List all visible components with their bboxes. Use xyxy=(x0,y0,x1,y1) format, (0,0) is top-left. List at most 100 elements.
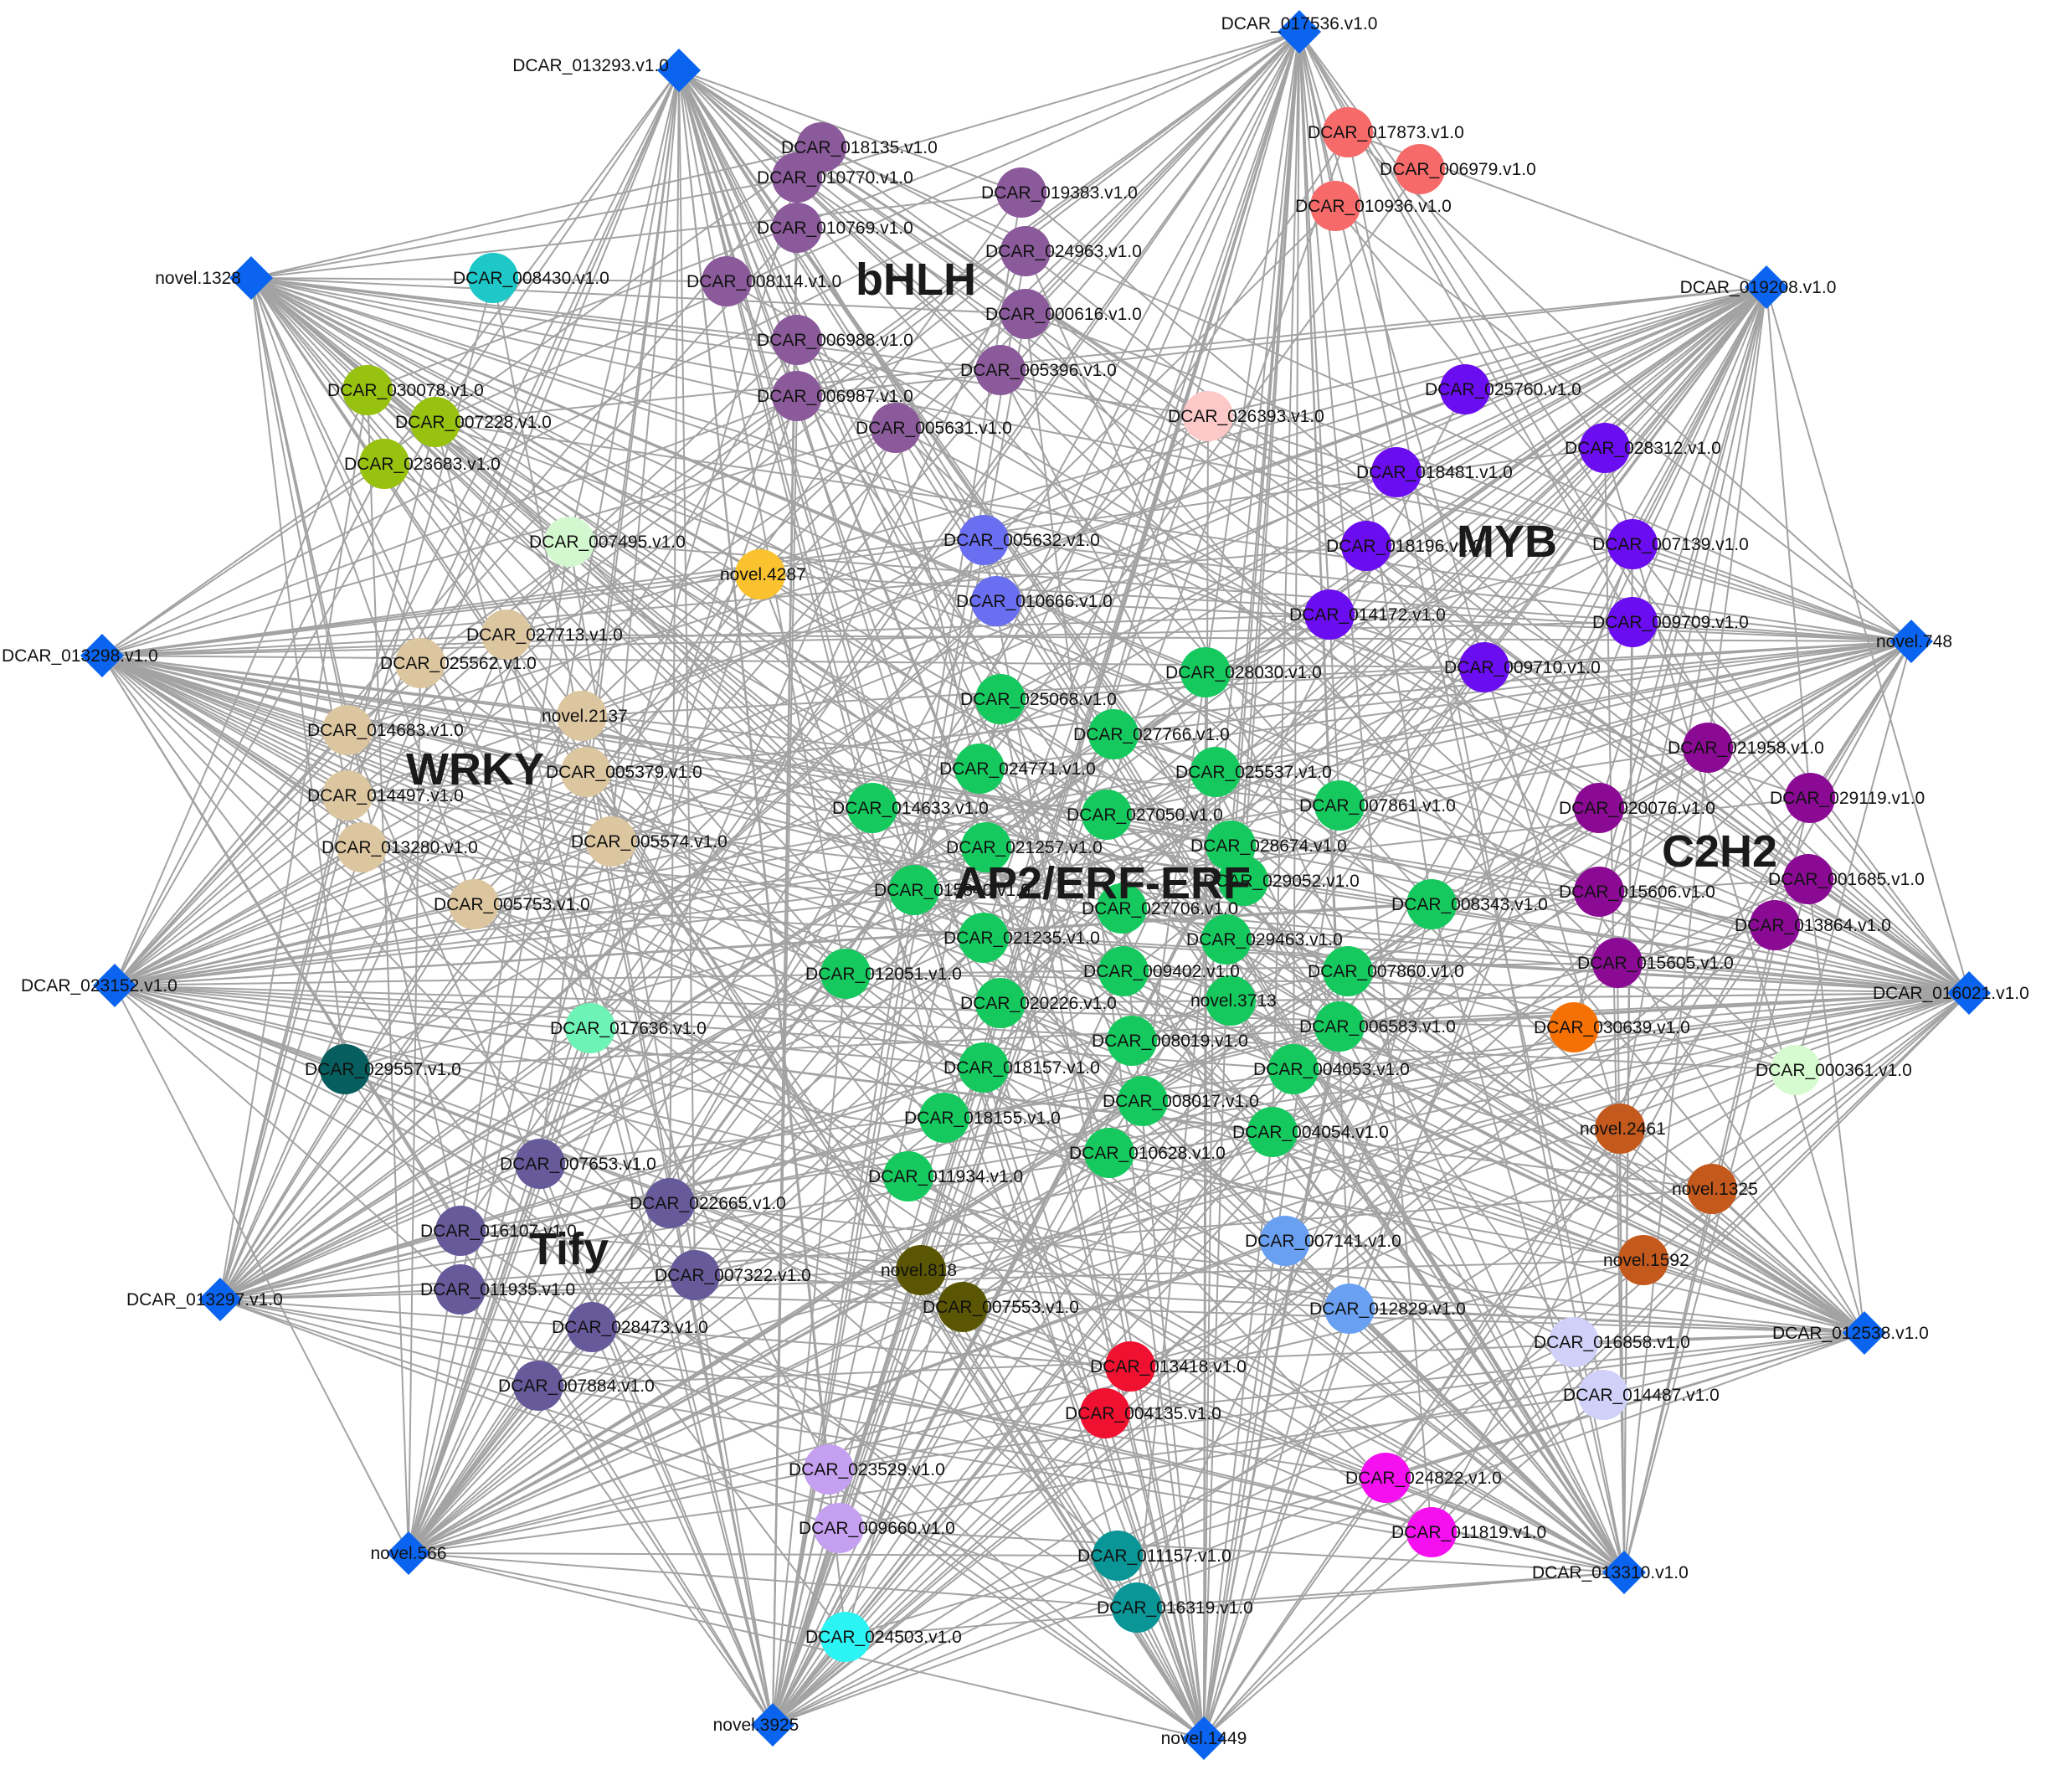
gene-node-dcar-023529-v1-0[interactable] xyxy=(804,1444,854,1495)
gene-node-dcar-018157-v1-0[interactable] xyxy=(959,1042,1009,1093)
gene-node-novel-3713[interactable] xyxy=(1206,975,1256,1026)
gene-node-dcar-007860-v1-0[interactable] xyxy=(1323,946,1373,996)
gene-node-dcar-007139-v1-0[interactable] xyxy=(1607,519,1658,569)
gene-node-dcar-029557-v1-0[interactable] xyxy=(320,1044,370,1094)
gene-node-dcar-011157-v1-0[interactable] xyxy=(1093,1531,1143,1581)
gene-node-dcar-029052-v1-0[interactable] xyxy=(1218,856,1268,906)
gene-node-novel-2461[interactable] xyxy=(1595,1104,1645,1154)
gene-node-dcar-008019-v1-0[interactable] xyxy=(1107,1016,1157,1066)
gene-node-dcar-025068-v1-0[interactable] xyxy=(975,674,1026,724)
hub-node-novel-1449[interactable] xyxy=(1182,1716,1226,1760)
gene-node-dcar-027766-v1-0[interactable] xyxy=(1088,709,1139,759)
gene-node-dcar-005632-v1-0[interactable] xyxy=(959,515,1009,565)
gene-node-dcar-000616-v1-0[interactable] xyxy=(1000,289,1051,339)
gene-node-dcar-005574-v1-0[interactable] xyxy=(586,816,636,867)
gene-node-dcar-007884-v1-0[interactable] xyxy=(513,1361,563,1411)
gene-node-dcar-011935-v1-0[interactable] xyxy=(435,1264,486,1315)
gene-node-dcar-001685-v1-0[interactable] xyxy=(1783,854,1833,904)
hub-node-dcar-012538-v1-0[interactable] xyxy=(1843,1311,1886,1355)
gene-node-dcar-028030-v1-0[interactable] xyxy=(1180,647,1231,697)
gene-node-novel-1592[interactable] xyxy=(1618,1235,1668,1285)
gene-node-dcar-007653-v1-0[interactable] xyxy=(515,1139,565,1189)
gene-node-dcar-008343-v1-0[interactable] xyxy=(1406,879,1457,929)
gene-node-dcar-020226-v1-0[interactable] xyxy=(975,978,1026,1028)
hub-node-dcar-023152-v1-0[interactable] xyxy=(93,964,136,1007)
gene-node-dcar-010770-v1-0[interactable] xyxy=(772,152,822,203)
gene-node-dcar-014497-v1-0[interactable] xyxy=(322,770,373,821)
gene-node-dcar-015605-v1-0[interactable] xyxy=(1592,938,1643,988)
gene-node-dcar-016858-v1-0[interactable] xyxy=(1549,1317,1599,1367)
gene-node-dcar-010628-v1-0[interactable] xyxy=(1084,1128,1134,1178)
gene-node-dcar-014683-v1-0[interactable] xyxy=(322,705,373,755)
gene-node-novel-4287[interactable] xyxy=(735,549,785,599)
gene-node-dcar-017873-v1-0[interactable] xyxy=(1323,107,1373,157)
gene-node-dcar-030639-v1-0[interactable] xyxy=(1549,1002,1599,1052)
gene-node-dcar-011819-v1-0[interactable] xyxy=(1406,1507,1457,1557)
gene-node-dcar-022665-v1-0[interactable] xyxy=(645,1178,695,1228)
gene-node-dcar-010769-v1-0[interactable] xyxy=(772,203,822,253)
hub-node-dcar-016021-v1-0[interactable] xyxy=(1947,971,1991,1015)
gene-node-dcar-026393-v1-0[interactable] xyxy=(1183,391,1233,441)
gene-node-dcar-027713-v1-0[interactable] xyxy=(481,610,532,660)
gene-node-dcar-027706-v1-0[interactable] xyxy=(1097,883,1147,934)
gene-node-dcar-009709-v1-0[interactable] xyxy=(1607,597,1658,647)
gene-node-dcar-024822-v1-0[interactable] xyxy=(1360,1453,1411,1503)
gene-node-dcar-008430-v1-0[interactable] xyxy=(468,253,518,303)
gene-node-dcar-027050-v1-0[interactable] xyxy=(1082,790,1132,840)
gene-node-dcar-007553-v1-0[interactable] xyxy=(938,1282,988,1332)
gene-node-dcar-007141-v1-0[interactable] xyxy=(1260,1216,1310,1266)
gene-node-dcar-018481-v1-0[interactable] xyxy=(1371,447,1422,497)
gene-node-dcar-005753-v1-0[interactable] xyxy=(449,879,499,929)
gene-node-dcar-006988-v1-0[interactable] xyxy=(772,315,822,365)
hub-node-dcar-013298-v1-0[interactable] xyxy=(80,634,124,677)
hub-node-novel-3925[interactable] xyxy=(751,1703,794,1747)
gene-node-dcar-005379-v1-0[interactable] xyxy=(561,747,611,797)
gene-node-dcar-029463-v1-0[interactable] xyxy=(1201,914,1252,965)
gene-node-dcar-014172-v1-0[interactable] xyxy=(1304,589,1355,640)
hub-node-dcar-013297-v1-0[interactable] xyxy=(198,1278,242,1321)
hub-node-novel-566[interactable] xyxy=(387,1531,430,1575)
gene-node-dcar-007322-v1-0[interactable] xyxy=(670,1250,720,1300)
gene-node-dcar-004053-v1-0[interactable] xyxy=(1268,1044,1319,1094)
gene-node-dcar-021257-v1-0[interactable] xyxy=(961,822,1011,872)
gene-node-dcar-004054-v1-0[interactable] xyxy=(1247,1107,1298,1157)
gene-node-dcar-006987-v1-0[interactable] xyxy=(772,371,822,421)
gene-node-dcar-021958-v1-0[interactable] xyxy=(1683,723,1733,773)
gene-node-dcar-024771-v1-0[interactable] xyxy=(954,744,1005,794)
gene-node-dcar-013418-v1-0[interactable] xyxy=(1105,1341,1155,1392)
hub-node-novel-748[interactable] xyxy=(1889,620,1933,663)
gene-node-dcar-013864-v1-0[interactable] xyxy=(1750,900,1800,950)
gene-node-dcar-016107-v1-0[interactable] xyxy=(435,1206,486,1256)
hub-node-dcar-013310-v1-0[interactable] xyxy=(1602,1551,1646,1594)
gene-node-dcar-009402-v1-0[interactable] xyxy=(1098,946,1149,996)
gene-node-dcar-020076-v1-0[interactable] xyxy=(1574,783,1624,833)
gene-node-dcar-024503-v1-0[interactable] xyxy=(820,1612,871,1662)
gene-node-dcar-018155-v1-0[interactable] xyxy=(919,1093,969,1143)
gene-node-dcar-019383-v1-0[interactable] xyxy=(996,167,1046,218)
gene-node-novel-818[interactable] xyxy=(896,1245,946,1295)
gene-node-dcar-006583-v1-0[interactable] xyxy=(1314,1001,1365,1052)
gene-node-dcar-021235-v1-0[interactable] xyxy=(959,913,1009,963)
gene-node-dcar-009710-v1-0[interactable] xyxy=(1459,642,1509,692)
gene-node-dcar-007228-v1-0[interactable] xyxy=(410,397,460,447)
gene-node-dcar-024963-v1-0[interactable] xyxy=(1000,226,1051,276)
gene-node-dcar-025562-v1-0[interactable] xyxy=(395,638,445,688)
hub-node-dcar-013293-v1-0[interactable] xyxy=(657,49,701,92)
gene-node-dcar-028473-v1-0[interactable] xyxy=(567,1302,617,1352)
gene-node-dcar-000361-v1-0[interactable] xyxy=(1771,1045,1821,1095)
gene-node-dcar-014487-v1-0[interactable] xyxy=(1578,1370,1628,1420)
gene-node-novel-2137[interactable] xyxy=(557,691,607,741)
hub-node-dcar-019208-v1-0[interactable] xyxy=(1745,265,1788,309)
gene-node-dcar-008017-v1-0[interactable] xyxy=(1118,1076,1168,1126)
gene-node-dcar-017636-v1-0[interactable] xyxy=(565,1003,615,1053)
gene-node-dcar-010936-v1-0[interactable] xyxy=(1310,181,1360,231)
gene-node-dcar-004135-v1-0[interactable] xyxy=(1080,1388,1130,1438)
gene-node-dcar-008114-v1-0[interactable] xyxy=(702,256,752,306)
gene-node-dcar-028312-v1-0[interactable] xyxy=(1580,423,1630,473)
hub-node-dcar-017536-v1-0[interactable] xyxy=(1278,10,1321,54)
gene-node-dcar-006979-v1-0[interactable] xyxy=(1395,144,1445,194)
gene-node-dcar-007495-v1-0[interactable] xyxy=(544,517,594,567)
gene-node-dcar-016319-v1-0[interactable] xyxy=(1112,1582,1162,1633)
gene-node-dcar-018196-v1-0[interactable] xyxy=(1341,521,1391,571)
gene-node-dcar-030078-v1-0[interactable] xyxy=(342,365,393,415)
